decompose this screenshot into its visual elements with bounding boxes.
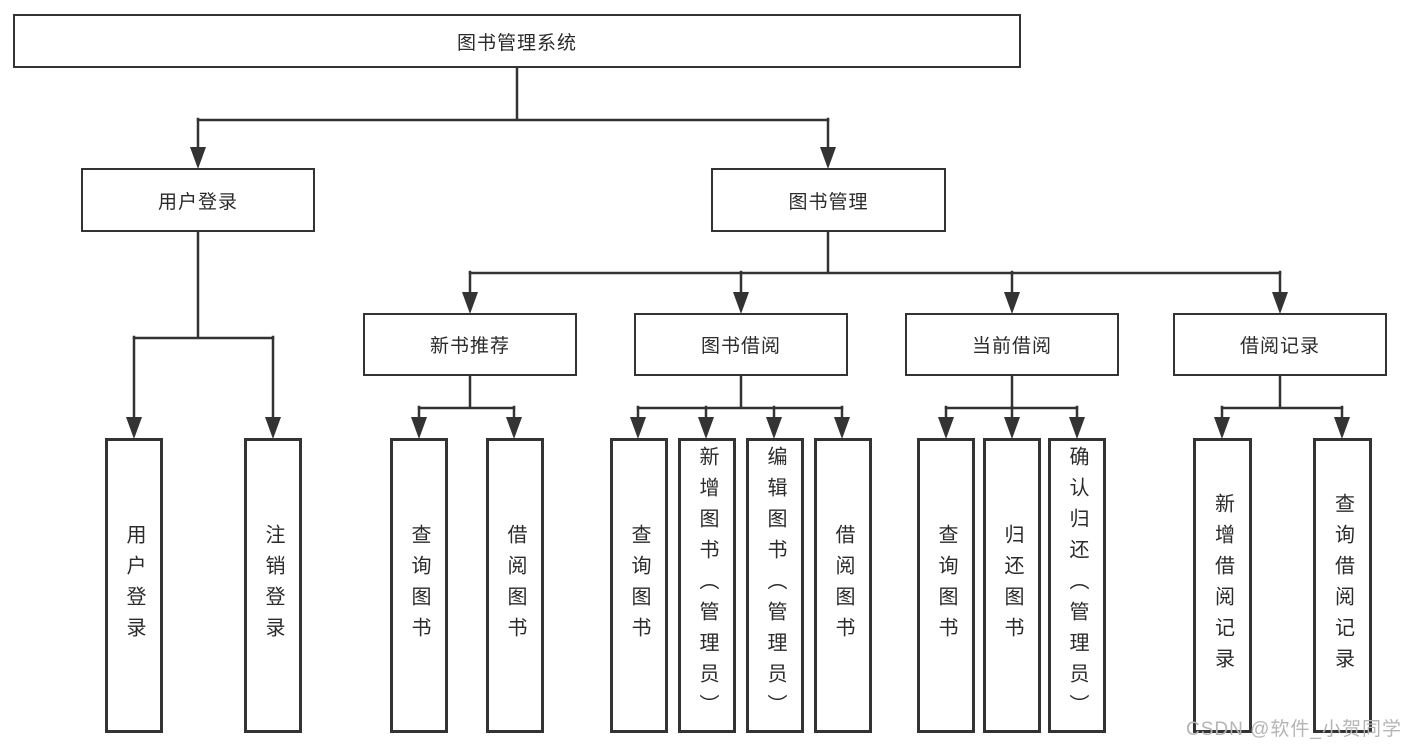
leaf-query-borrow-record-label: 查询借阅记录 [1331,492,1354,679]
leaf-borrow-books-label: 借阅图书 [832,523,854,648]
node-book-management: 图书管理 [711,168,946,232]
leaf-borrow-books-recommend: 借阅图书 [486,438,544,733]
leaf-confirm-return-admin-label: 确认归还（管理员） [1066,446,1088,725]
leaf-add-borrow-record-label: 新增借阅记录 [1211,492,1234,679]
node-new-book-recommend: 新书推荐 [363,313,577,376]
leaf-borrow-books: 借阅图书 [814,438,872,733]
leaf-logout-label: 注销登录 [262,523,284,648]
leaf-edit-book-admin: 编辑图书（管理员） [746,438,804,733]
leaf-query-books-borrow: 查询图书 [610,438,668,733]
leaf-borrow-books-recommend-label: 借阅图书 [504,523,526,648]
leaf-user-login: 用户登录 [105,438,163,733]
leaf-query-books-current-label: 查询图书 [935,523,957,648]
node-user-login: 用户登录 [81,168,315,232]
leaf-user-login-label: 用户登录 [123,523,145,648]
node-root: 图书管理系统 [13,14,1021,68]
leaf-query-books-current: 查询图书 [917,438,975,733]
leaf-edit-book-admin-label: 编辑图书（管理员） [764,446,786,725]
leaf-add-book-admin-label: 新增图书（管理员） [696,446,718,725]
node-book-borrow: 图书借阅 [634,313,848,376]
arrowhead-icons [126,147,1350,439]
node-current-borrow: 当前借阅 [905,313,1119,376]
leaf-query-books-recommend: 查询图书 [390,438,448,733]
leaf-add-book-admin: 新增图书（管理员） [678,438,736,733]
watermark: CSDN @软件_小贺同学 [1186,719,1402,740]
leaf-query-books-recommend-label: 查询图书 [408,523,430,648]
node-borrow-records: 借阅记录 [1173,313,1387,376]
leaf-confirm-return-admin: 确认归还（管理员） [1048,438,1106,733]
leaf-return-book-label: 归还图书 [1001,523,1023,648]
leaf-logout: 注销登录 [244,438,302,733]
leaf-return-book: 归还图书 [983,438,1041,733]
leaf-query-borrow-record: 查询借阅记录 [1313,438,1372,733]
leaf-query-books-borrow-label: 查询图书 [628,523,650,648]
leaf-add-borrow-record: 新增借阅记录 [1193,438,1252,733]
